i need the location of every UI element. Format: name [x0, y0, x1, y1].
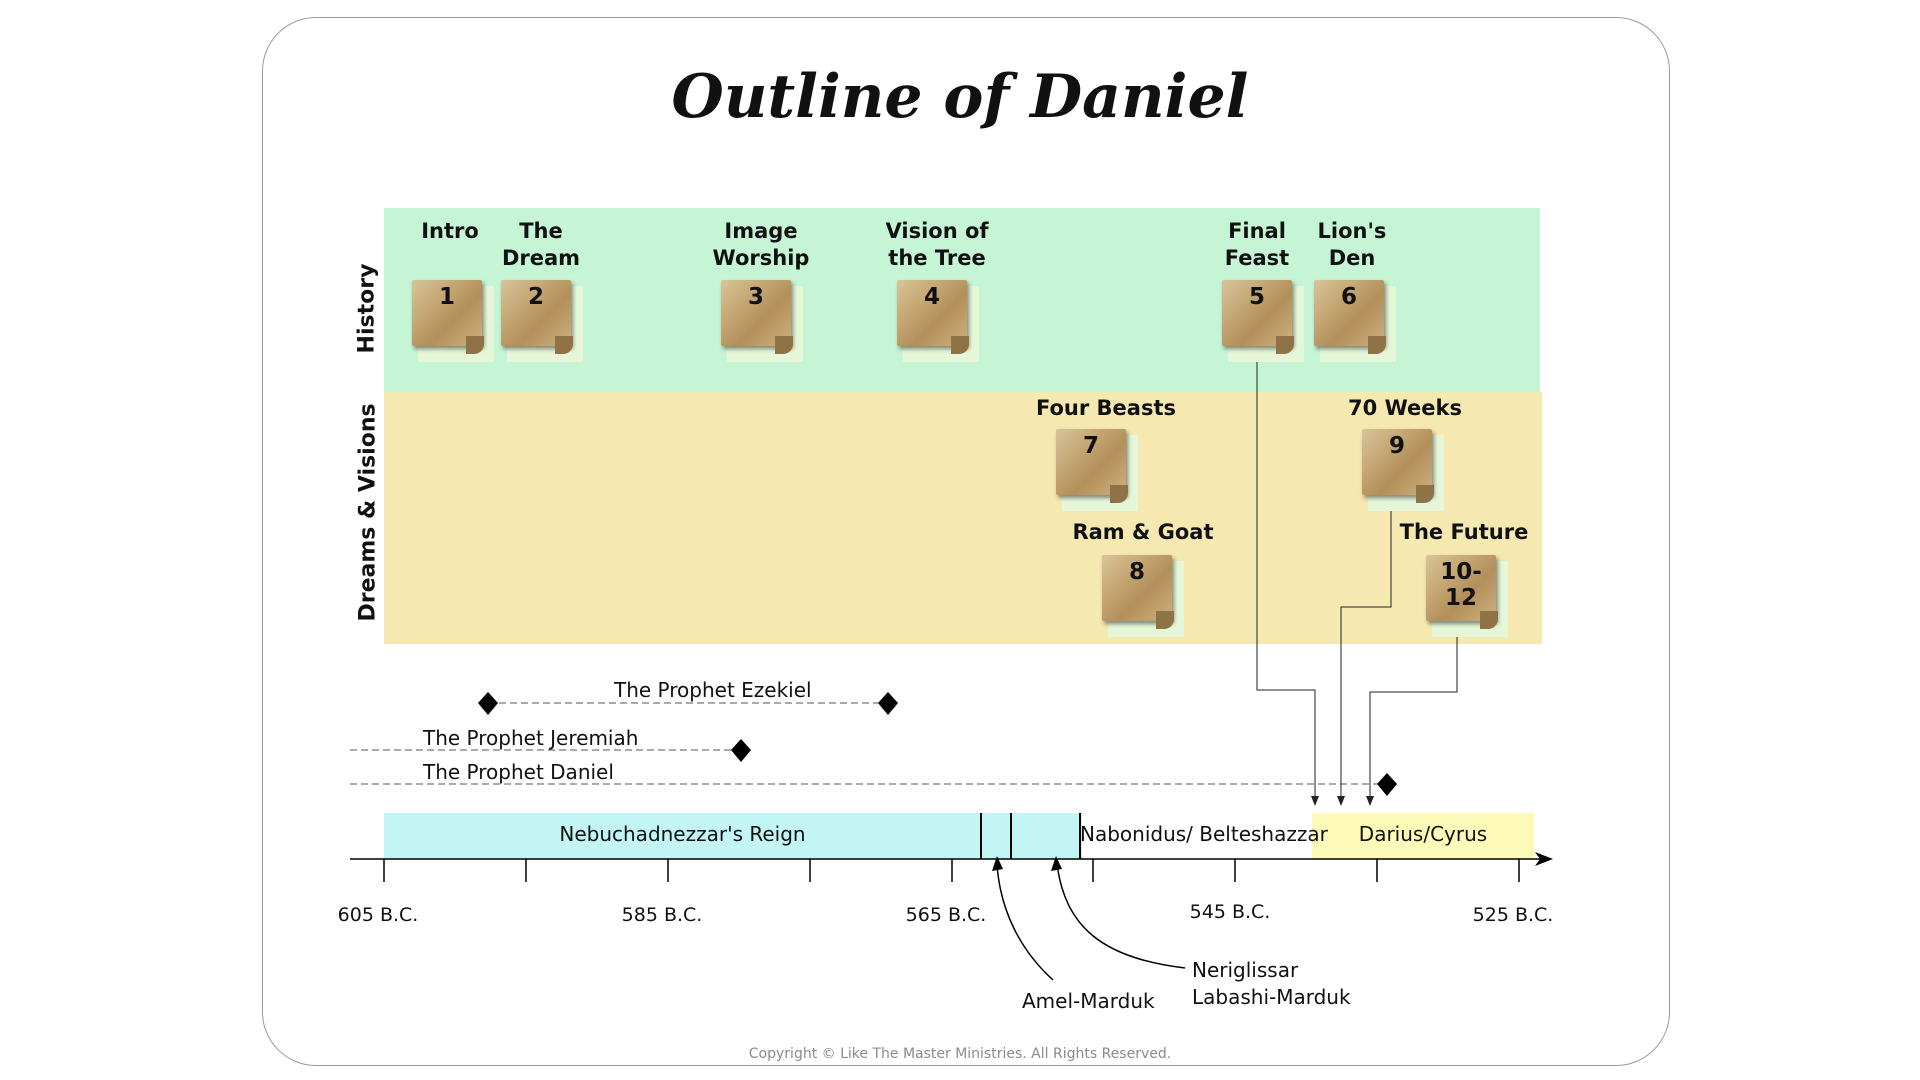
axis-label-605bc: 605 B.C. — [337, 904, 419, 926]
chapter-number: 3 — [747, 284, 764, 310]
timeline-axis-arrowhead — [1535, 852, 1553, 866]
chapter-number: 7 — [1082, 433, 1099, 459]
section-label-the-dream: The Dream — [501, 219, 581, 270]
scroll-chapter-1: 1 — [412, 280, 494, 362]
reign-darius-cyrus: Darius/Cyrus — [1358, 822, 1488, 846]
scroll-chapter-6: 6 — [1314, 280, 1396, 362]
reign-nabonidus: Nabonidus/ Belteshazzar — [1080, 822, 1328, 846]
axis-label-545bc: 545 B.C. — [1189, 901, 1271, 923]
neriglissar-pointer-arrow — [1051, 856, 1062, 871]
section-label-the-future: The Future — [1399, 520, 1529, 544]
visions-band — [384, 392, 1542, 644]
connector-final-feast — [1256, 346, 1316, 798]
king-amel-marduk: Amel-Marduk — [1022, 989, 1155, 1013]
chapter-number: 6 — [1340, 284, 1357, 310]
neriglissar-pointer — [1056, 863, 1186, 969]
darius-cyrus-reign-bar — [1312, 813, 1534, 859]
prophet-jeremiah-label: The Prophet Jeremiah — [423, 726, 639, 750]
section-label-seventy-weeks: 70 Weeks — [1348, 396, 1462, 420]
section-label-final-feast: Final Feast — [1224, 219, 1290, 270]
connector-final-feast-arrow — [1311, 796, 1319, 806]
chapter-number: 5 — [1248, 284, 1265, 310]
scroll-chapter-3: 3 — [721, 280, 803, 362]
scroll-chapter-5: 5 — [1222, 280, 1304, 362]
jeremiah-end-marker — [731, 739, 751, 762]
axis-label-525bc: 525 B.C. — [1472, 904, 1554, 926]
chapter-number: 10-12 — [1440, 559, 1482, 611]
chapter-number: 8 — [1128, 559, 1145, 585]
king-neriglissar: Neriglissar — [1192, 958, 1299, 982]
prophet-daniel-label: The Prophet Daniel — [423, 760, 614, 784]
history-band-label: History — [354, 263, 380, 354]
prophet-ezekiel-label: The Prophet Ezekiel — [614, 678, 812, 702]
section-label-vision-of-the-tree: Vision of the Tree — [885, 219, 989, 270]
axis-label-585bc: 585 B.C. — [621, 904, 703, 926]
connector-seventy-weeks — [1340, 497, 1392, 798]
connector-the-future — [1369, 630, 1458, 798]
copyright-notice: Copyright © Like The Master Ministries. … — [748, 1046, 1172, 1062]
amel-marduk-pointer — [996, 863, 1054, 981]
section-label-ram-and-goat: Ram & Goat — [1072, 520, 1214, 544]
section-label-four-beasts: Four Beasts — [1036, 396, 1176, 420]
scroll-chapter-10-12: 10-12 — [1426, 555, 1508, 637]
amel-marduk-pointer-arrow — [992, 856, 1003, 871]
connector-the-future-arrow — [1366, 796, 1374, 806]
section-label-intro: Intro — [421, 219, 479, 243]
ezekiel-start-marker — [478, 692, 498, 715]
chapter-number: 2 — [527, 284, 544, 310]
axis-label-565bc: 565 B.C. — [905, 904, 987, 926]
ezekiel-end-marker — [878, 692, 898, 715]
scroll-chapter-4: 4 — [897, 280, 979, 362]
daniel-end-marker — [1377, 773, 1397, 796]
diagram-frame — [262, 17, 1670, 1066]
section-label-image-worship: Image Worship — [712, 219, 810, 270]
king-labashi-marduk: Labashi-Marduk — [1192, 985, 1351, 1009]
scroll-chapter-7: 7 — [1056, 429, 1138, 511]
scroll-chapter-9: 9 — [1362, 429, 1444, 511]
reign-nebuchadnezzar: Nebuchadnezzar's Reign — [559, 822, 806, 846]
visions-band-label: Dreams & Visions — [355, 403, 381, 622]
nebuchadnezzar-reign-bar — [384, 813, 1082, 859]
section-label-lions-den: Lion's Den — [1317, 219, 1387, 270]
page-title: Outline of Daniel — [671, 62, 1249, 132]
connector-seventy-weeks-arrow — [1337, 796, 1345, 806]
chapter-number: 9 — [1388, 433, 1405, 459]
chapter-number: 1 — [438, 284, 455, 310]
scroll-chapter-2: 2 — [501, 280, 583, 362]
chapter-number: 4 — [923, 284, 940, 310]
scroll-chapter-8: 8 — [1102, 555, 1184, 637]
